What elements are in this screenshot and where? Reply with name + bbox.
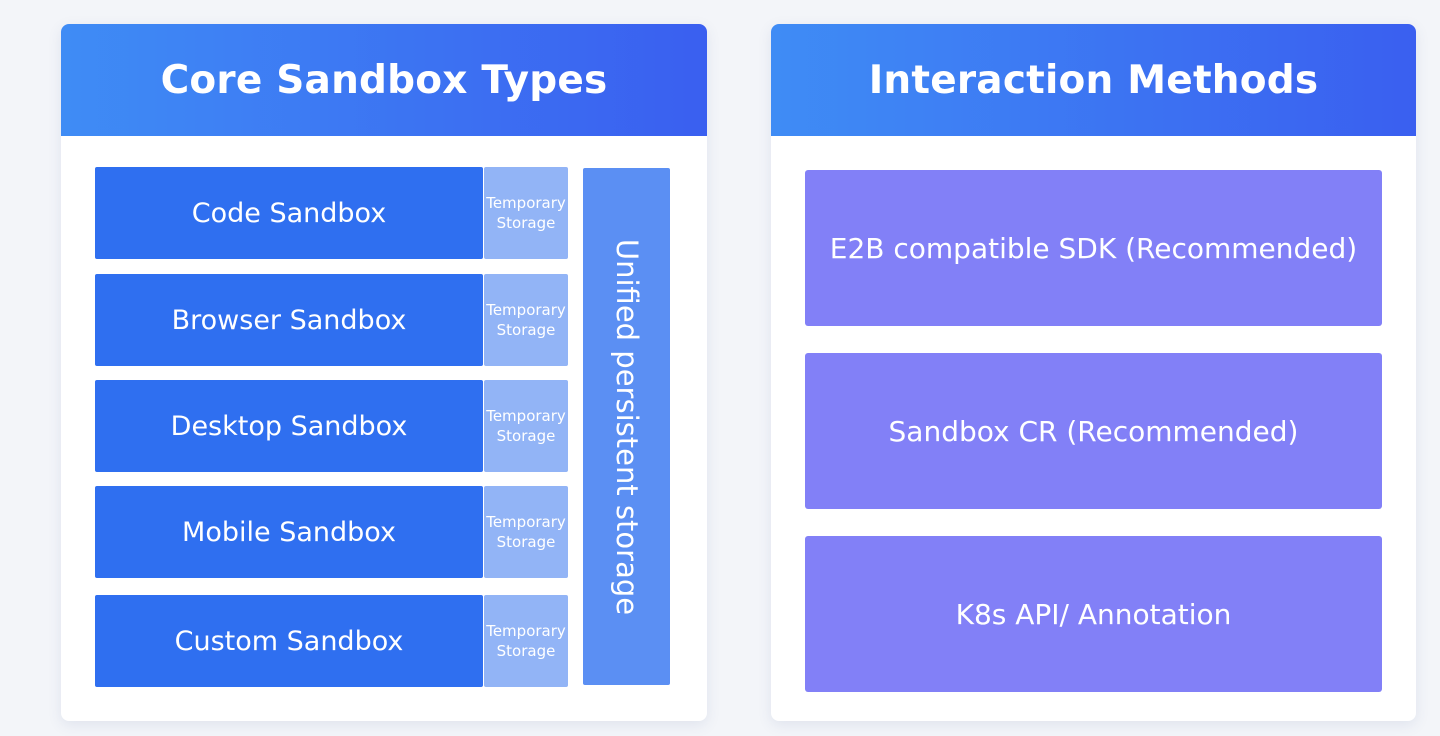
method-sandbox-cr: Sandbox CR (Recommended) <box>805 353 1382 509</box>
core-sandbox-types-title: Core Sandbox Types <box>61 24 707 136</box>
temporary-storage-line-1: Temporary <box>486 194 566 212</box>
temporary-storage-line-1: Temporary <box>486 513 566 531</box>
custom-sandbox-temporary-storage: Temporary Storage <box>484 595 568 687</box>
temporary-storage-line-2: Storage <box>496 642 556 660</box>
temporary-storage-line-2: Storage <box>496 427 556 445</box>
code-sandbox-temporary-storage: Temporary Storage <box>484 167 568 259</box>
temporary-storage-line-2: Storage <box>496 214 556 232</box>
code-sandbox: Code Sandbox <box>95 167 483 259</box>
interaction-methods-title: Interaction Methods <box>771 24 1416 136</box>
browser-sandbox-temporary-storage: Temporary Storage <box>484 274 568 366</box>
custom-sandbox: Custom Sandbox <box>95 595 483 687</box>
mobile-sandbox-temporary-storage: Temporary Storage <box>484 486 568 578</box>
desktop-sandbox: Desktop Sandbox <box>95 380 483 472</box>
mobile-sandbox: Mobile Sandbox <box>95 486 483 578</box>
temporary-storage-line-1: Temporary <box>486 407 566 425</box>
temporary-storage-line-2: Storage <box>496 533 556 551</box>
method-e2b-sdk: E2B compatible SDK (Recommended) <box>805 170 1382 326</box>
interaction-methods-panel: Interaction Methods E2B compatible SDK (… <box>771 24 1416 721</box>
browser-sandbox: Browser Sandbox <box>95 274 483 366</box>
unified-persistent-storage: Unified persistent storage <box>583 168 670 685</box>
desktop-sandbox-temporary-storage: Temporary Storage <box>484 380 568 472</box>
core-sandbox-types-panel: Core Sandbox Types Code Sandbox Temporar… <box>61 24 707 721</box>
method-k8s-api-annotation: K8s API/ Annotation <box>805 536 1382 692</box>
temporary-storage-line-1: Temporary <box>486 301 566 319</box>
unified-persistent-storage-label: Unified persistent storage <box>609 238 644 615</box>
temporary-storage-line-1: Temporary <box>486 622 566 640</box>
temporary-storage-line-2: Storage <box>496 321 556 339</box>
